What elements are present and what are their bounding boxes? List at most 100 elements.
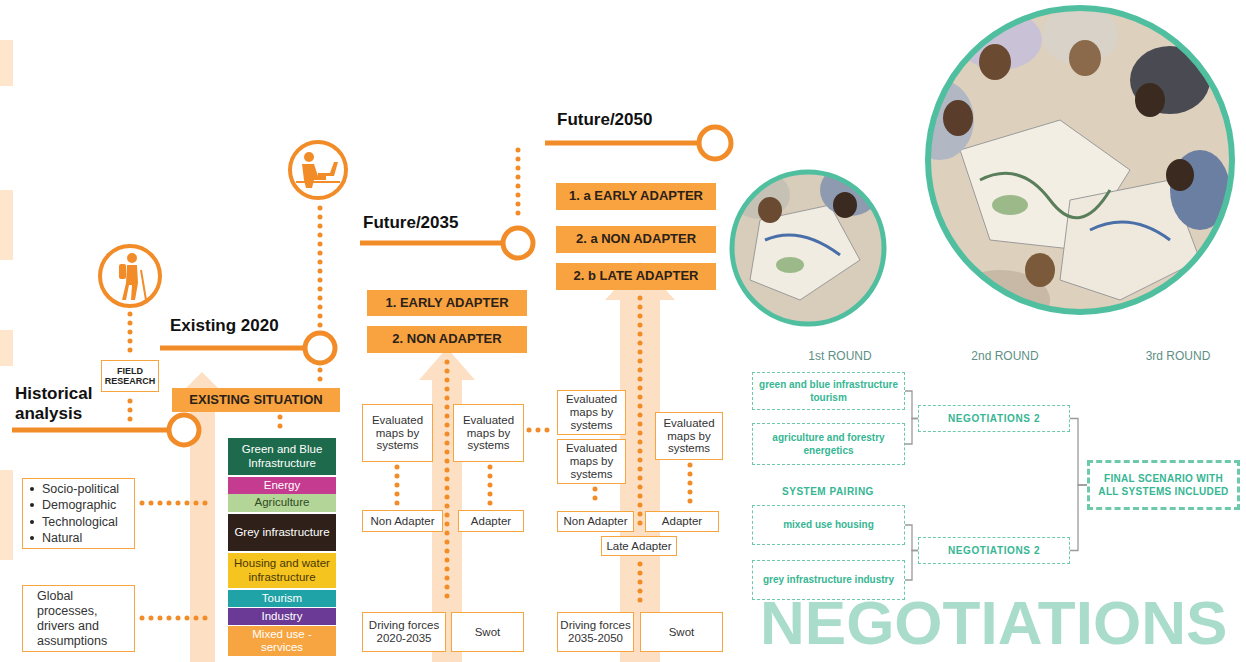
box-text: Green and Blue Infrastructure xyxy=(230,443,334,469)
faint-letter xyxy=(0,40,13,86)
person xyxy=(943,100,973,136)
box-text: Evaluated maps by systems xyxy=(658,417,720,456)
box-text: Swot xyxy=(475,626,501,639)
map-drawing xyxy=(992,195,1028,215)
box-text: FIELD RESEARCH xyxy=(104,366,156,387)
dotted-line xyxy=(128,401,133,421)
box-text: Evaluated maps by systems xyxy=(365,414,430,453)
bullet-dot xyxy=(30,536,34,540)
box-text: Non Adapter xyxy=(371,515,435,528)
bracket-connector xyxy=(905,419,918,445)
dotted-connector xyxy=(278,417,283,433)
scenario-box: 2. a NON ADAPTER xyxy=(556,226,716,253)
box-text: agriculture and forestry energetics xyxy=(757,431,900,458)
person xyxy=(979,44,1011,80)
map-drawing xyxy=(980,173,1110,217)
bracket-connector xyxy=(1070,485,1087,551)
dotted-line xyxy=(318,208,323,326)
box-text: Evaluated maps by systems xyxy=(456,414,521,453)
timeline-label: Existing 2020 xyxy=(170,316,300,336)
dotted-connector xyxy=(529,428,552,433)
person xyxy=(906,80,974,160)
timeline-bar xyxy=(12,428,168,433)
box-text: 1. EARLY ADAPTER xyxy=(385,296,508,311)
box-text: Adapter xyxy=(662,515,702,528)
system-band: Grey infrastructure xyxy=(228,514,336,551)
box-text: Industry xyxy=(262,610,303,623)
system-band: Mixed use - services xyxy=(228,626,336,656)
dotted-line xyxy=(142,616,212,621)
timeline-label: Historical analysis xyxy=(15,384,127,424)
box-text: grey infrastructure industry xyxy=(763,573,894,587)
box-text: Driving forces 2020-2035 xyxy=(365,619,443,645)
box-text: mixed use housing xyxy=(783,518,874,532)
round-label: 2nd ROUND xyxy=(960,349,1050,363)
box-text: Socio-political xyxy=(42,481,119,497)
driver-box: Global processes, drivers and assumption… xyxy=(22,585,135,652)
desk-icon xyxy=(304,152,314,162)
system-band: Housing and water infrastructure xyxy=(228,553,336,588)
photo-frame xyxy=(928,8,1232,312)
box-text: Technological xyxy=(42,514,118,530)
section-label: SYSTEM PAIRING xyxy=(768,486,888,497)
box-text: Demographic xyxy=(42,497,116,513)
box-text: Evaluated maps by systems xyxy=(560,442,623,481)
workshop-photo xyxy=(730,164,880,300)
dotted-connector xyxy=(688,465,693,506)
factor-list-box: Socio-politicalDemographicTechnologicalN… xyxy=(22,478,135,549)
box-text: Mixed use - services xyxy=(230,628,334,654)
scenario-box: 1. EARLY ADAPTER xyxy=(367,290,527,316)
timeline-bar xyxy=(160,346,304,351)
bullet-dot xyxy=(30,503,34,507)
map-drawing xyxy=(776,257,804,273)
desk-icon xyxy=(318,162,338,176)
person xyxy=(758,197,782,223)
box-text: Energy xyxy=(264,479,300,492)
timeline-label: Future/2050 xyxy=(557,110,687,130)
box-text: Grey infrastructure xyxy=(234,526,329,539)
scenario-box: 2. NON ADAPTER xyxy=(367,326,527,353)
box-text: 1. a EARLY ADAPTER xyxy=(569,189,703,204)
person xyxy=(1025,253,1055,287)
timeline-ring xyxy=(305,333,335,363)
box-text: 2. b LATE ADAPTER xyxy=(574,269,699,284)
box-text: Swot xyxy=(669,626,695,639)
bracket-connector xyxy=(905,391,918,419)
box-text: NEGOTIATIONS 2 xyxy=(948,545,1040,556)
bracket-connector xyxy=(1070,419,1087,486)
research-box: FIELD RESEARCH xyxy=(101,360,159,392)
dotted-connector xyxy=(395,467,400,505)
box-text: 2. a NON ADAPTER xyxy=(576,232,696,247)
hiker-icon xyxy=(100,246,160,306)
list-item: Demographic xyxy=(30,497,116,513)
stage-box: EXISTING SITUATION xyxy=(172,388,340,412)
box-text: 2. NON ADAPTER xyxy=(392,332,501,347)
system-pair-box: green and blue infrastructure tourism xyxy=(752,372,905,410)
swot-box: Swot xyxy=(451,612,524,652)
box-text: Tourism xyxy=(262,592,302,605)
negotiation-box: NEGOTIATIONS 2 xyxy=(918,537,1070,564)
faint-letter xyxy=(0,330,13,366)
timeline-bar xyxy=(545,141,698,146)
system-band: Energy xyxy=(228,477,336,494)
list-item: Natural xyxy=(30,530,82,546)
map-drawing xyxy=(1090,222,1170,240)
hiker-icon xyxy=(122,265,138,300)
list-item: Technological xyxy=(30,514,118,530)
timeline-ring xyxy=(169,415,199,445)
dotted-line xyxy=(516,150,521,222)
box-text: EXISTING SITUATION xyxy=(189,393,322,408)
map-drawing xyxy=(765,235,840,255)
hiker-icon xyxy=(119,264,126,279)
watermark-title: NEGOTIATIONS xyxy=(760,592,1240,654)
scenario-box: 2. b LATE ADAPTER xyxy=(556,263,716,290)
workshop-photo xyxy=(928,8,1232,312)
system-band: Green and Blue Infrastructure xyxy=(228,438,336,475)
box-text: Non Adapter xyxy=(564,515,628,528)
system-pair-box: mixed use housing xyxy=(752,505,905,545)
box-text: Natural xyxy=(42,530,82,546)
scenario-box: 1. a EARLY ADAPTER xyxy=(556,183,716,210)
driver-box: Driving forces 2035-2050 xyxy=(557,612,634,652)
desk-icon xyxy=(290,142,346,198)
dotted-line xyxy=(638,298,643,528)
